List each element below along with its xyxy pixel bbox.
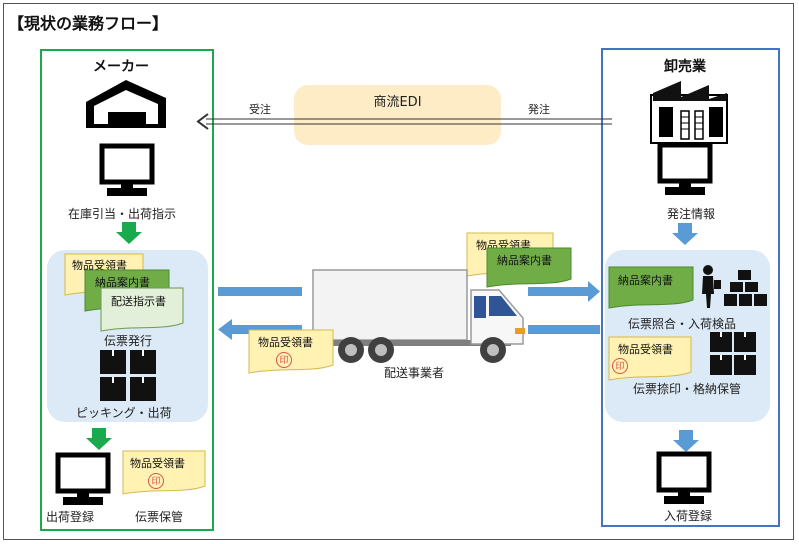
boxes-icon bbox=[100, 350, 156, 401]
inspection-worker-icon bbox=[702, 265, 767, 308]
warehouse-icon bbox=[650, 81, 728, 144]
wholesaler-heading: 卸売業 bbox=[664, 59, 706, 75]
wholesaler-delivery-guide-doc-icon bbox=[608, 266, 694, 309]
factory-icon bbox=[86, 80, 166, 128]
slip-archive-label: 伝票保管 bbox=[135, 510, 184, 524]
diagram-frame bbox=[3, 3, 794, 540]
place-order-label: 発注 bbox=[528, 103, 550, 116]
picking-label: ピッキング・出荷 bbox=[76, 406, 172, 420]
order-info-label: 発注情報 bbox=[667, 207, 716, 221]
carrier-delivery-guide-doc-label: 納品案内書 bbox=[497, 254, 552, 267]
seal-stamp: 印 bbox=[276, 352, 292, 368]
computer-icon bbox=[99, 143, 155, 196]
shipping-instruction-doc-label: 配送指示書 bbox=[111, 295, 166, 308]
delivery-guide-doc-label: 納品案内書 bbox=[95, 276, 150, 289]
shipping-instruction-doc-icon bbox=[100, 287, 184, 332]
wholesaler-receipt-doc-icon bbox=[608, 336, 692, 381]
blue-down-arrow bbox=[673, 430, 699, 452]
maker-panel bbox=[40, 49, 214, 531]
computer-icon bbox=[657, 142, 713, 195]
shipping-register-label: 出荷登録 bbox=[46, 510, 95, 524]
wholesaler-delivery-guide-doc-label: 納品案内書 bbox=[618, 274, 673, 287]
computer-icon bbox=[55, 452, 111, 505]
delivery-truck-icon bbox=[312, 269, 525, 363]
stamped-receipt-doc-icon bbox=[122, 450, 206, 495]
seal-stamp: 印 bbox=[148, 473, 164, 489]
carrier-delivery-guide-doc-icon bbox=[486, 247, 572, 288]
stamped-receipt-doc-label: 物品受領書 bbox=[130, 457, 185, 470]
returned-receipt-doc-label: 物品受領書 bbox=[258, 336, 313, 349]
edi-band bbox=[294, 85, 501, 145]
inspection-label: 伝票照合・入荷検品 bbox=[628, 317, 737, 331]
carrier-label: 配送事業者 bbox=[384, 366, 445, 380]
edi-label: 商流EDI bbox=[373, 95, 422, 110]
stamping-storage-label: 伝票捺印・格納保管 bbox=[633, 382, 742, 396]
receive-order-label: 受注 bbox=[249, 103, 271, 116]
computer-icon bbox=[656, 451, 712, 504]
seal-stamp: 印 bbox=[612, 358, 628, 374]
green-down-arrow bbox=[86, 428, 112, 450]
returned-receipt-doc-icon bbox=[248, 329, 334, 374]
wholesaler-panel bbox=[601, 48, 780, 527]
maker-heading: メーカー bbox=[93, 59, 149, 75]
boxes-icon bbox=[710, 332, 756, 375]
receiving-register-label: 入荷登録 bbox=[664, 509, 713, 523]
blue-down-arrow bbox=[672, 223, 698, 245]
diagram-title: 【現状の業務フロー】 bbox=[8, 14, 169, 33]
stock-allocation-label: 在庫引当・出荷指示 bbox=[68, 207, 177, 221]
wholesaler-receipt-doc-label: 物品受領書 bbox=[618, 343, 673, 356]
receipt-doc-label: 物品受領書 bbox=[72, 259, 127, 272]
slip-issue-label: 伝票発行 bbox=[104, 334, 153, 348]
green-down-arrow bbox=[116, 222, 142, 244]
